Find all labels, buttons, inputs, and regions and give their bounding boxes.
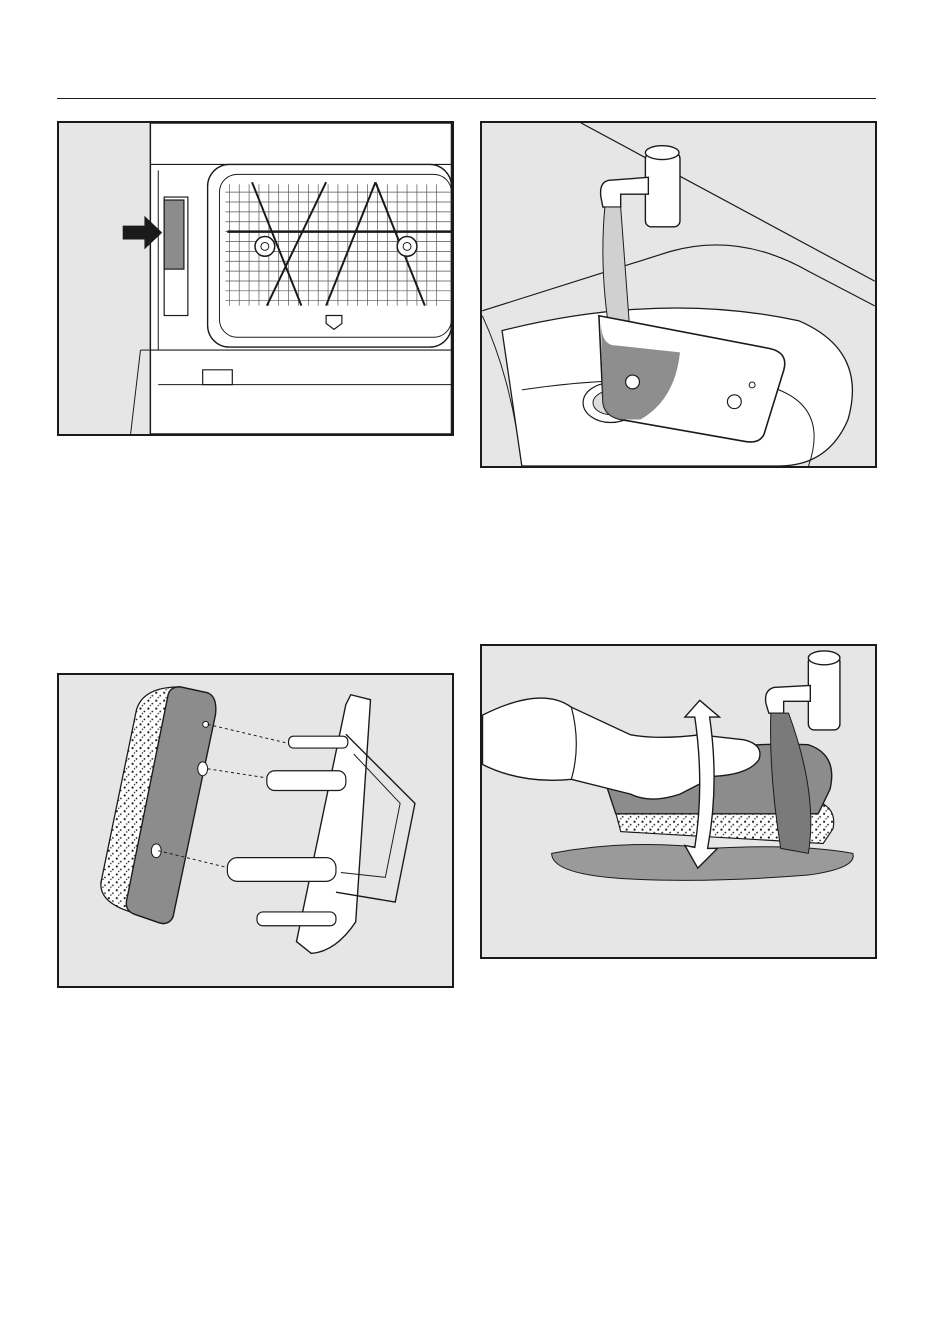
remove-sponge-illustration	[59, 675, 452, 986]
filter-location-illustration	[59, 123, 452, 434]
rinse-filter-illustration	[482, 123, 875, 466]
figure-filter-location	[57, 121, 454, 436]
figure-squeeze-sponge	[480, 644, 877, 959]
squeeze-sponge-illustration	[482, 646, 875, 957]
filter-insert-highlight	[164, 200, 184, 269]
figure-rinse-filter	[480, 121, 877, 468]
header-rule	[57, 98, 876, 99]
figure-remove-sponge	[57, 673, 454, 988]
sponge-filter-icon	[101, 687, 216, 924]
